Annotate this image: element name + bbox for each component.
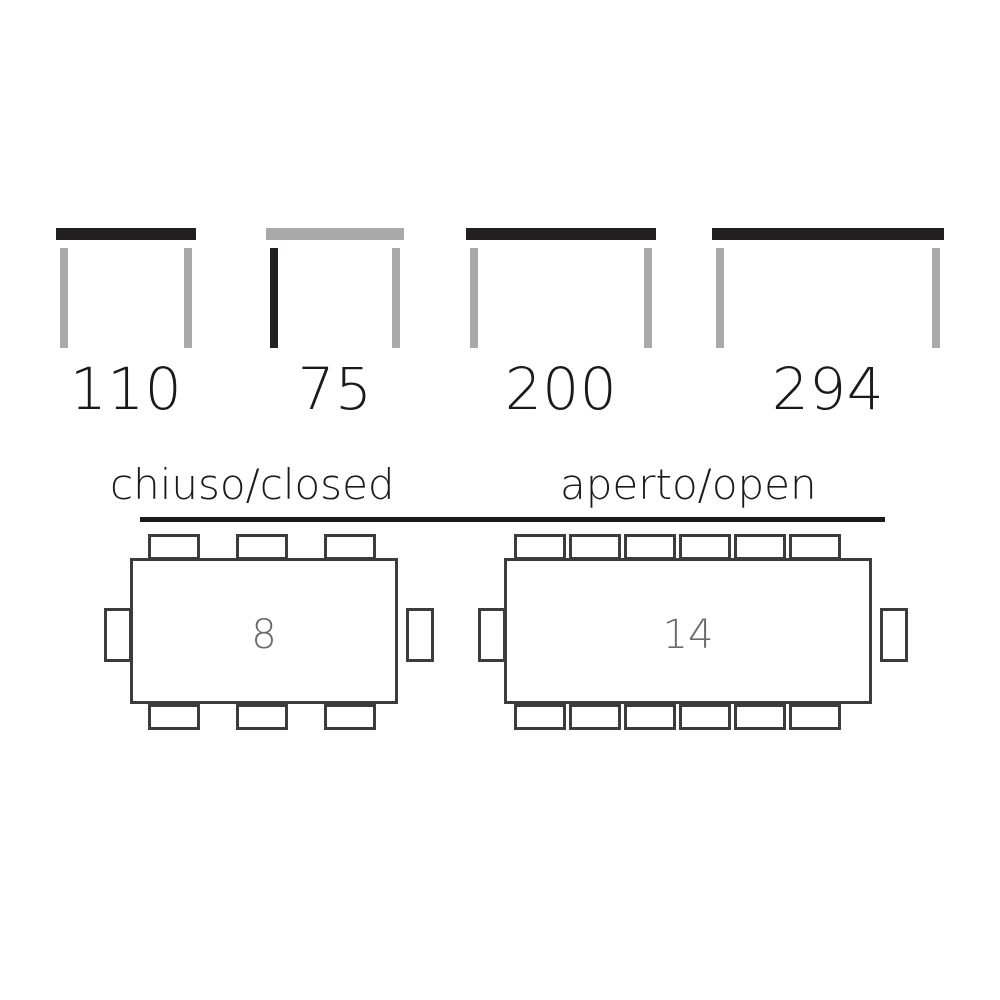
- table-leg-left: [60, 248, 68, 348]
- table-leg-right: [184, 248, 192, 348]
- chair-top-3: [624, 534, 676, 560]
- table-leg-left: [470, 248, 478, 348]
- chair-right-1: [406, 608, 434, 662]
- dimension-label-75: 75: [297, 355, 373, 423]
- caption-aperto-open: aperto/open: [560, 460, 817, 509]
- chair-bottom-6: [789, 704, 841, 730]
- chair-top-6: [789, 534, 841, 560]
- tabletop-open: 14: [504, 558, 872, 704]
- plan-view-open: 14: [474, 530, 914, 740]
- chair-bottom-2: [236, 704, 288, 730]
- chair-bottom-4: [679, 704, 731, 730]
- chair-top-3: [324, 534, 376, 560]
- chair-bottom-5: [734, 704, 786, 730]
- elevation-figure-75: 75: [266, 228, 404, 428]
- tabletop-bar: [712, 228, 944, 240]
- chair-bottom-2: [569, 704, 621, 730]
- table-leg-right: [644, 248, 652, 348]
- tabletop-bar: [56, 228, 196, 240]
- chair-bottom-1: [514, 704, 566, 730]
- plan-view-closed: 8: [100, 530, 440, 740]
- table-leg-right: [932, 248, 940, 348]
- chair-bottom-3: [324, 704, 376, 730]
- chair-top-2: [569, 534, 621, 560]
- chair-top-5: [734, 534, 786, 560]
- elevation-figure-110: 110: [56, 228, 196, 428]
- chair-bottom-3: [624, 704, 676, 730]
- section-divider-rule: [140, 517, 885, 522]
- chair-top-2: [236, 534, 288, 560]
- seat-count-closed: 8: [251, 612, 277, 658]
- dimension-label-200: 200: [504, 355, 618, 423]
- chair-left-1: [478, 608, 506, 662]
- caption-chiuso-closed: chiuso/closed: [110, 460, 395, 509]
- table-leg-left: [716, 248, 724, 348]
- tabletop-closed: 8: [130, 558, 398, 704]
- chair-left-1: [104, 608, 132, 662]
- chair-bottom-1: [148, 704, 200, 730]
- tabletop-bar: [266, 228, 404, 240]
- elevation-figure-294: 294: [712, 228, 944, 428]
- table-leg-left: [270, 248, 278, 348]
- dimension-label-294: 294: [771, 355, 885, 423]
- chair-top-4: [679, 534, 731, 560]
- chair-right-1: [880, 608, 908, 662]
- table-leg-right: [392, 248, 400, 348]
- dimension-label-110: 110: [69, 355, 183, 423]
- elevation-figure-200: 200: [466, 228, 656, 428]
- seat-count-open: 14: [662, 612, 714, 658]
- chair-top-1: [148, 534, 200, 560]
- tabletop-bar: [466, 228, 656, 240]
- chair-top-1: [514, 534, 566, 560]
